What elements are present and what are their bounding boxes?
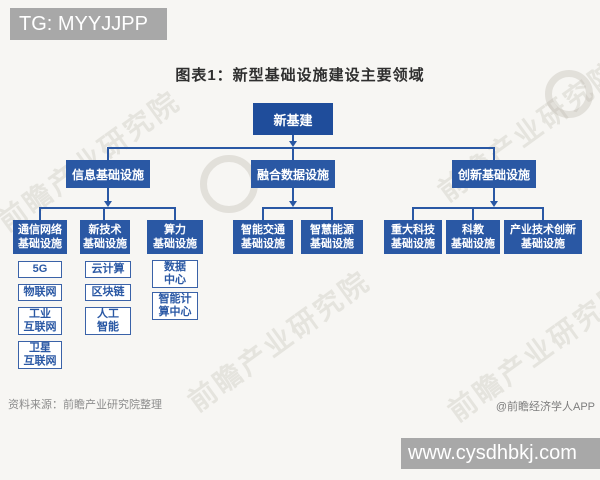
connector-line	[39, 209, 41, 220]
connector-line	[107, 188, 109, 201]
connector-line	[493, 188, 495, 201]
watermark-logo-ring	[200, 155, 258, 213]
node-major-science-tech: 重大科技 基础设施	[384, 220, 442, 254]
watermark-text: 前瞻产业研究院	[182, 264, 377, 418]
arrowhead-down	[289, 141, 297, 147]
node-science-education: 科教 基础设施	[446, 220, 500, 254]
node-fusion-data-facilities: 融合数据设施	[251, 160, 335, 188]
node-new-technology: 新技术 基础设施	[80, 220, 130, 254]
node-root: 新基建	[253, 103, 333, 135]
leaf-cloud-computing: 云计算	[85, 261, 131, 278]
credit-note: @前瞻经济学人APP	[495, 401, 595, 413]
leaf-artificial-intelligence: 人工 智能	[85, 307, 131, 335]
node-information-infrastructure: 信息基础设施	[66, 160, 150, 188]
node-industrial-tech-innovation: 产业技术创新 基础设施	[504, 220, 582, 254]
connector-line	[107, 149, 109, 160]
connector-line	[262, 207, 333, 209]
leaf-satellite-internet: 卫星 互联网	[18, 341, 62, 369]
source-note: 资料来源：前瞻产业研究院整理	[8, 399, 162, 411]
connector-line	[103, 209, 105, 220]
connector-line	[292, 149, 294, 160]
node-smart-energy: 智慧能源 基础设施	[301, 220, 363, 254]
connector-line	[412, 209, 414, 220]
chart-title: 图表1：新型基础设施建设主要领域	[175, 67, 425, 84]
connector-line	[493, 149, 495, 160]
leaf-intelligent-computing-center: 智能计 算中心	[152, 292, 198, 320]
arrowhead-down	[104, 201, 112, 207]
node-innovation-infrastructure: 创新基础设施	[452, 160, 536, 188]
site-watermark-badge: www.cysdhbkj.com	[401, 438, 600, 469]
leaf-blockchain: 区块链	[85, 284, 131, 301]
arrowhead-down	[490, 201, 498, 207]
arrowhead-down	[289, 201, 297, 207]
connector-line	[542, 209, 544, 220]
leaf-iot: 物联网	[18, 284, 62, 301]
leaf-5g: 5G	[18, 261, 62, 278]
connector-line	[174, 209, 176, 220]
connector-line	[472, 209, 474, 220]
connector-line	[39, 207, 176, 209]
connector-line	[292, 188, 294, 201]
leaf-industrial-internet: 工业 互联网	[18, 307, 62, 335]
node-computing-power: 算力 基础设施	[147, 220, 203, 254]
connector-line	[331, 209, 333, 220]
leaf-data-center: 数据 中心	[152, 260, 198, 288]
telegram-watermark-badge: TG: MYYJJPP	[10, 8, 167, 40]
connector-line	[107, 147, 495, 149]
node-intelligent-traffic: 智能交通 基础设施	[233, 220, 293, 254]
connector-line	[412, 207, 544, 209]
connector-line	[292, 135, 294, 142]
node-communication-network: 通信网络 基础设施	[13, 220, 67, 254]
connector-line	[262, 209, 264, 220]
